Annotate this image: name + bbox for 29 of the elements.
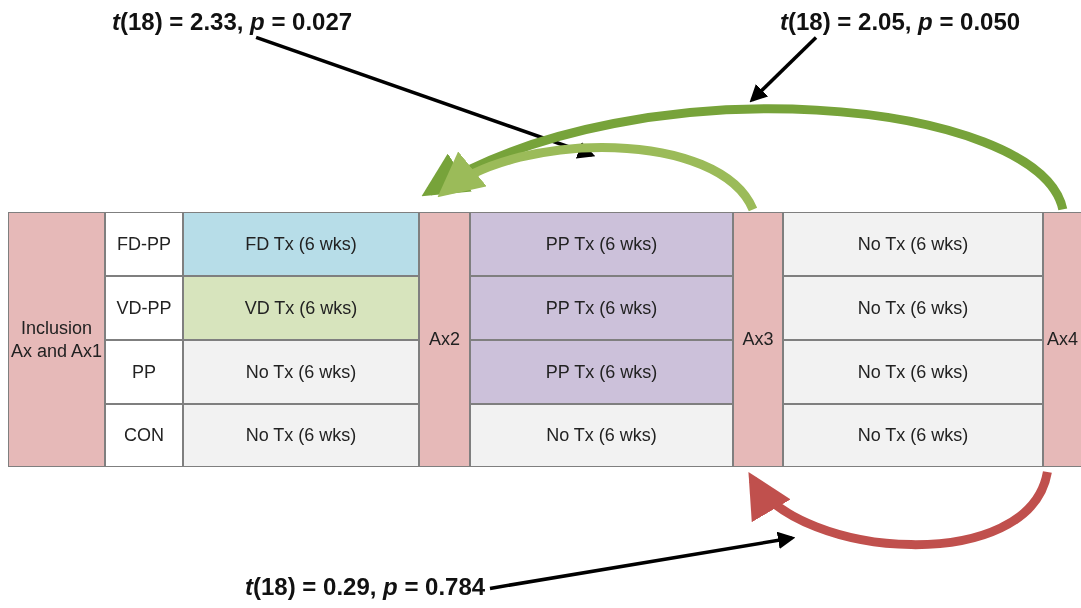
assessment-column: Ax4 — [1043, 212, 1081, 467]
statistic-label: t(18) = 2.33, p = 0.027 — [112, 8, 353, 36]
treatment-cell: PP Tx (6 wks) — [470, 340, 733, 404]
treatment-cell: No Tx (6 wks) — [783, 404, 1043, 467]
treatment-cell: PP Tx (6 wks) — [470, 212, 733, 276]
curved-arrow — [437, 143, 757, 212]
statistic-label: t(18) = 2.05, p = 0.050 — [780, 8, 1021, 36]
treatment-cell: VD-PP — [105, 276, 183, 340]
treatment-cell: No Tx (6 wks) — [183, 340, 419, 404]
assessment-column: Ax2 — [419, 212, 470, 467]
treatment-cell: No Tx (6 wks) — [783, 340, 1043, 404]
leader-arrow — [749, 36, 818, 103]
assessment-column: Ax3 — [733, 212, 783, 467]
treatment-cell: No Tx (6 wks) — [183, 404, 419, 467]
treatment-cell: VD Tx (6 wks) — [183, 276, 419, 340]
statistic-label: t(18) = 0.29, p = 0.784 — [245, 573, 486, 601]
group-label-cell: FD-PP — [105, 212, 183, 276]
treatment-cell: No Tx (6 wks) — [783, 276, 1043, 340]
treatment-cell: No Tx (6 wks) — [470, 404, 733, 467]
treatment-cell: PP — [105, 340, 183, 404]
treatment-cell: FD Tx (6 wks) — [183, 212, 419, 276]
assessment-column: Inclusion Ax and Ax1 — [8, 212, 105, 467]
leader-arrow — [255, 35, 596, 159]
leader-arrow — [489, 531, 796, 591]
treatment-cell: PP Tx (6 wks) — [470, 276, 733, 340]
treatment-cell: CON — [105, 404, 183, 467]
curved-arrow — [747, 470, 1052, 550]
curved-arrow — [421, 104, 1067, 212]
treatment-cell: No Tx (6 wks) — [783, 212, 1043, 276]
